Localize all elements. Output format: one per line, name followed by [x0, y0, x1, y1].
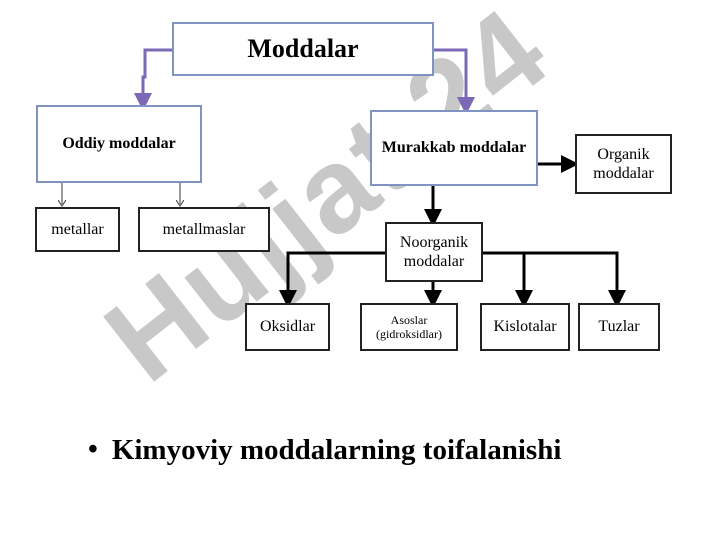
node-asoslar: Asoslar (gidroksidlar) — [360, 303, 458, 351]
bullet-item: • Kimyoviy moddalarning toifalanishi — [88, 430, 561, 470]
node-murakkab-moddalar: Murakkab moddalar — [370, 110, 538, 186]
node-kislotalar: Kislotalar — [480, 303, 570, 351]
node-noorganik-moddalar: Noorganik moddalar — [385, 222, 483, 282]
noorganik-to-oksidlar-connector — [279, 251, 385, 308]
bullet-dot-icon: • — [88, 434, 98, 465]
node-organik-moddalar: Organik moddalar — [575, 134, 672, 194]
node-oksidlar: Oksidlar — [245, 303, 330, 351]
bullet-text: Kimyoviy moddalarning toifalanishi — [111, 433, 562, 466]
noorganik-to-kislotalar-connector — [483, 251, 533, 308]
root-to-oddiy-connector — [134, 48, 172, 111]
node-metallmaslar: metallmaslar — [138, 207, 270, 252]
node-moddalar: Moddalar — [172, 22, 434, 76]
root-to-murakkab-connector — [434, 48, 475, 115]
node-oddiy-moddalar: Oddiy moddalar — [36, 105, 202, 183]
node-metallar: metallar — [35, 207, 120, 252]
noorganik-to-tuzlar-connector — [524, 251, 626, 308]
node-tuzlar: Tuzlar — [578, 303, 660, 351]
